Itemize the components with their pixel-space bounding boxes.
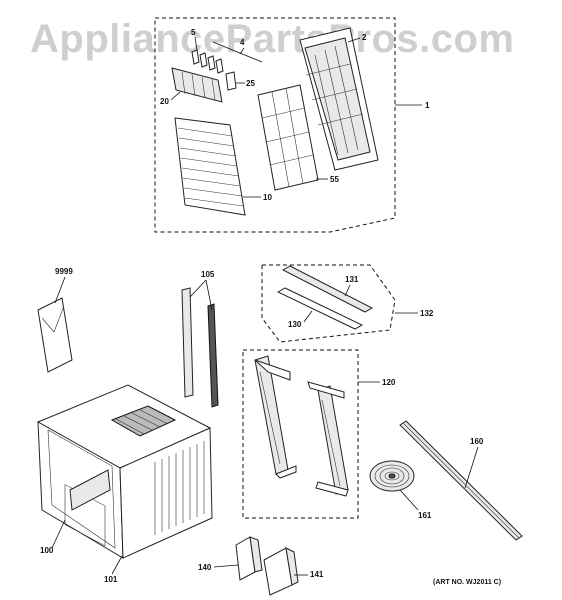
callout-101: 101 [104, 575, 118, 584]
part-131-top-rail[interactable] [281, 265, 374, 313]
callout-161: 161 [418, 511, 432, 520]
callout-4: 4 [240, 38, 245, 47]
part-2-front-frame[interactable] [299, 27, 379, 171]
callout-25: 25 [246, 79, 255, 88]
callout-120: 120 [382, 378, 396, 387]
rail-group-outline [261, 264, 396, 343]
curtain-group-outline [242, 349, 359, 519]
leader-2 [347, 37, 361, 43]
part-160-seal-strip[interactable] [399, 420, 523, 541]
front-panel-group-outline [154, 17, 396, 233]
part-140-bracket[interactable] [235, 536, 263, 581]
watermark-text: AppliancePartsPros.com [30, 17, 515, 61]
part-4-rod[interactable] [212, 41, 263, 63]
part-120-side-curtains[interactable] [254, 355, 349, 497]
part-100-cabinet[interactable] [36, 384, 213, 559]
callout-20: 20 [160, 97, 169, 106]
part-9999-manual[interactable] [37, 297, 73, 373]
callout-1: 1 [425, 101, 430, 110]
leader-20 [170, 91, 181, 101]
leader-105b [205, 279, 213, 311]
leader-9999 [54, 276, 66, 304]
callout-160: 160 [470, 437, 484, 446]
callout-2: 2 [362, 33, 367, 42]
part-141-bracket[interactable] [263, 547, 299, 596]
callout-105: 105 [201, 270, 215, 279]
part-55-air-filter[interactable] [257, 84, 319, 191]
part-20-louver[interactable] [171, 67, 223, 103]
leader-105a [189, 279, 207, 298]
callout-130: 130 [288, 320, 302, 329]
callout-141: 141 [310, 570, 324, 579]
part-130-bottom-rail[interactable] [276, 287, 364, 330]
callout-131: 131 [345, 275, 359, 284]
leader-140 [213, 564, 239, 568]
callout-9999: 9999 [55, 267, 73, 276]
leader-4 [239, 47, 245, 55]
callout-100: 100 [40, 546, 54, 555]
callout-132: 132 [420, 309, 434, 318]
part-105-side-seals[interactable] [181, 287, 219, 408]
callout-5: 5 [191, 28, 196, 37]
leader-160 [464, 446, 479, 489]
leader-161 [399, 489, 419, 511]
part-5-louver-clips[interactable] [191, 49, 224, 74]
callout-10: 10 [263, 193, 272, 202]
callout-55: 55 [330, 175, 339, 184]
part-25-knob[interactable] [225, 71, 237, 91]
leader-131 [344, 284, 351, 297]
callout-140: 140 [198, 563, 212, 572]
leader-100 [51, 519, 66, 549]
leader-101 [111, 555, 123, 575]
leader-130 [303, 310, 313, 323]
leader-5 [194, 36, 198, 51]
part-161-foam-seal[interactable] [369, 460, 415, 492]
art-number: (ART NO. WJ2011 C) [433, 579, 501, 586]
part-10-front-grille[interactable] [174, 117, 246, 216]
